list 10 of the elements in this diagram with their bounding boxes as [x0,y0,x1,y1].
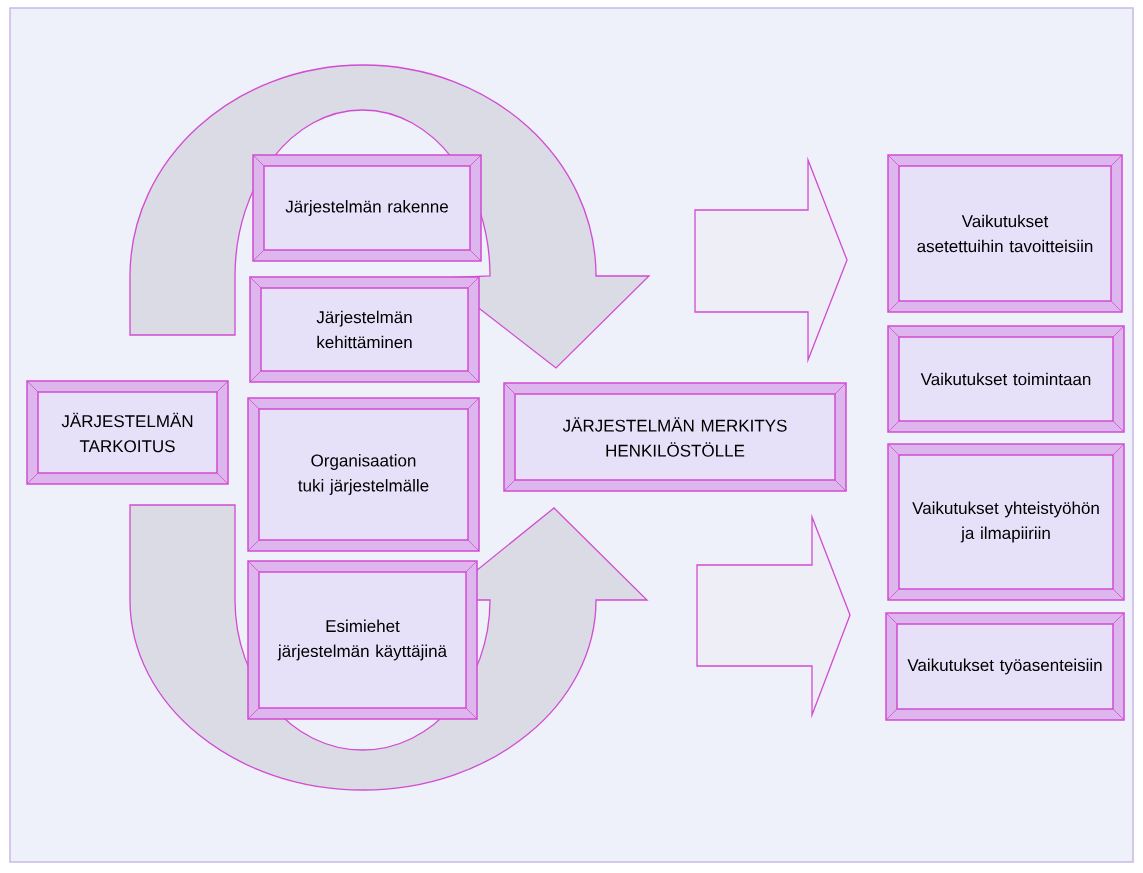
process-box: Vaikutukset yhteistyöhön ja ilmapiiriin [887,443,1125,601]
process-box: JÄRJESTELMÄN TARKOITUS [26,380,229,485]
process-box: Järjestelmän kehittäminen [249,276,480,383]
process-box: Vaikutukset asetettuihin tavoitteisiin [887,154,1123,313]
process-box: Esimiehet järjestelmän käyttäjinä [247,560,478,720]
process-box: JÄRJESTELMÄN MERKITYS HENKILÖSTÖLLE [503,382,847,492]
process-box: Vaikutukset toimintaan [887,325,1125,433]
process-box: Järjestelmän rakenne [252,154,482,262]
process-box: Vaikutukset työasenteisiin [885,612,1125,721]
process-box: Organisaation tuki järjestelmälle [247,397,480,552]
